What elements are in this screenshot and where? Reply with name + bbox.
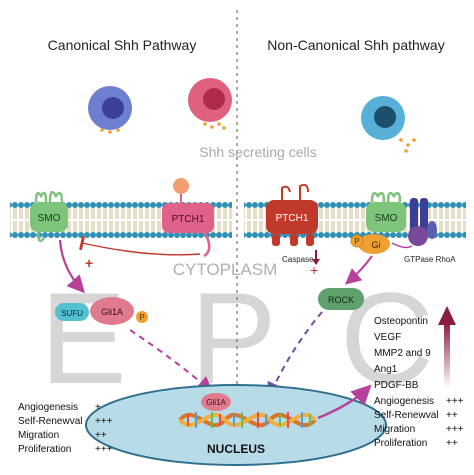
- secreting-cell-cyan: [361, 96, 416, 153]
- smo-right-label: SMO: [375, 213, 398, 224]
- cytoplasm-label: CYTOPLASM: [173, 260, 278, 279]
- rock-to-nucleus-arrow: [267, 311, 323, 399]
- ptch1-right-label: PTCH1: [276, 213, 309, 224]
- smo-to-gli-arrow: [58, 239, 85, 294]
- upregulation-arrow-head: [438, 306, 456, 325]
- secreting-cell-pink: [188, 78, 232, 130]
- effect-label: Proliferation: [18, 444, 71, 455]
- canonical-plus: +: [85, 255, 93, 271]
- effect-label: Migration: [374, 424, 415, 435]
- gli1a-label: Gli1A: [101, 307, 123, 317]
- ptch1-receptor-left: PTCH1: [162, 178, 214, 258]
- effect-value: ++: [446, 410, 458, 421]
- phosphate-right-label: P: [354, 237, 359, 246]
- ptch1-inhibits-smo: [79, 235, 201, 256]
- ptch1-receptor-right: PTCH1: [266, 183, 318, 246]
- gi-to-rock-arrow: [344, 255, 373, 285]
- gi-to-rhoa-link: [391, 242, 413, 249]
- smo-left-label: SMO: [38, 213, 61, 224]
- rock-protein: [318, 288, 364, 310]
- factor-item: PDGF-BB: [374, 380, 419, 391]
- gi-receptor-complex: [408, 198, 437, 246]
- canonical-effects-list: Angiogenesis + Self-Renewval +++ Migrati…: [18, 402, 113, 455]
- phosphate-left: [136, 311, 148, 323]
- noncanonical-title: Non-Canonical Shh pathway: [267, 37, 444, 53]
- effect-value: +++: [95, 416, 113, 427]
- nuclear-gli1a: [201, 393, 231, 411]
- effect-label: Self-Renewval: [374, 410, 438, 421]
- factor-item: Ang1: [374, 364, 398, 375]
- phosphate-left-label: P: [139, 313, 144, 322]
- caspase-down-head: [312, 259, 320, 265]
- gtpase-rhoa-label: GTPase RhoA: [404, 255, 456, 264]
- secreted-factors-list: Osteopontin VEGF MMP2 and 9 Ang1 PDGF-BB: [374, 316, 431, 391]
- effect-value: ++: [95, 430, 107, 441]
- effect-value: +: [95, 402, 101, 413]
- effect-label: Angiogenesis: [18, 402, 78, 413]
- smo-receptor-left: SMO: [30, 190, 68, 243]
- effect-value: +++: [446, 396, 464, 407]
- effect-label: Migration: [18, 430, 59, 441]
- upregulation-arrow-shaft: [444, 322, 450, 388]
- effect-value: ++: [446, 438, 458, 449]
- canonical-title: Canonical Shh Pathway: [48, 37, 197, 53]
- effect-label: Self-Renewval: [18, 416, 82, 427]
- gi-label: Gi: [372, 240, 381, 250]
- gli-to-nucleus-arrow: [129, 329, 214, 393]
- effect-label: Proliferation: [374, 438, 427, 449]
- factor-item: Osteopontin: [374, 316, 428, 327]
- epc-letter-e: E: [40, 265, 127, 411]
- factor-item: MMP2 and 9: [374, 348, 431, 359]
- gi-protein: [358, 234, 390, 254]
- rock-label: ROCK: [328, 295, 354, 305]
- ptch1-left-label: PTCH1: [172, 214, 205, 225]
- effect-value: +++: [95, 444, 113, 455]
- sufu-gli1a-complex: SUFU Gli1A P: [55, 297, 148, 325]
- nuclear-gli1a-label: Gli1A: [206, 398, 226, 407]
- nucleus-label: NUCLEUS: [207, 442, 265, 456]
- secreting-cells-label: Shh secreting cells: [199, 144, 317, 160]
- nucleus-to-factors-arrow: [317, 384, 372, 420]
- secreting-cell-blue: [88, 86, 132, 134]
- sufu-label: SUFU: [61, 309, 83, 318]
- dna-helix: [178, 412, 317, 428]
- effect-value: +++: [446, 424, 464, 435]
- cytoplasm-plus: +: [310, 262, 318, 278]
- sufu-protein: [55, 303, 89, 321]
- noncanonical-effects-list: Angiogenesis +++ Self-Renewval ++ Migrat…: [374, 396, 464, 449]
- gli1a-protein: [90, 297, 134, 325]
- caspase-label: Caspase: [282, 255, 314, 264]
- phosphate-right: [350, 234, 364, 248]
- smo-receptor-right: SMO: [366, 191, 406, 232]
- effect-label: Angiogenesis: [374, 396, 434, 407]
- factor-item: VEGF: [374, 332, 401, 343]
